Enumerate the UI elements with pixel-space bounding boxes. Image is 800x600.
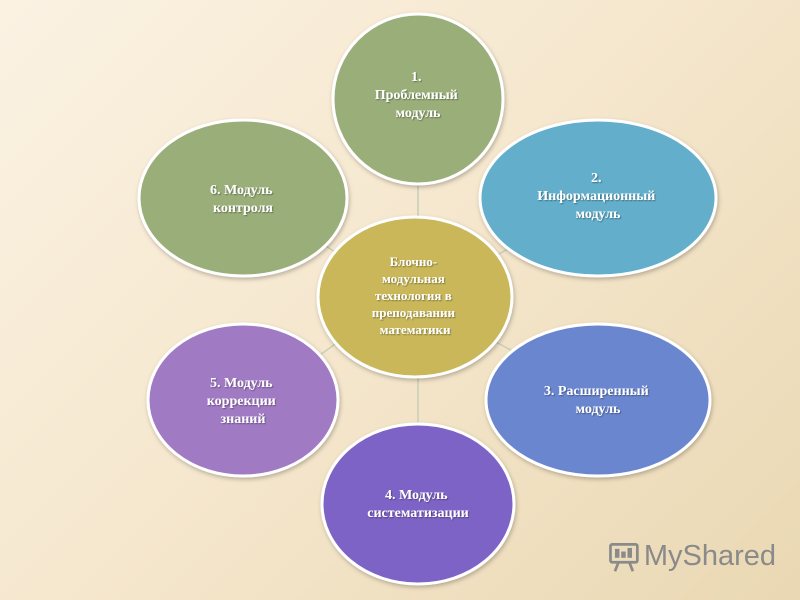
node-center-technology: Блочно- модульная технология в преподава… [316,215,514,379]
extended-module-label: 3. Расширенный модуль [544,384,652,417]
center-technology-line-3: технология в [375,288,452,303]
problem-module-ellipse [331,12,505,186]
center-technology-line-4: преподавании [372,305,456,320]
node-control-module: 6. Модуль контроля [137,118,349,278]
information-module-line-3: модуль [576,207,622,222]
knowledge-correction-module-line-3: знаний [221,412,266,427]
center-technology-line-5: математики [380,322,451,337]
knowledge-correction-module-line-1: 5. Модуль [210,376,273,391]
presentation-board-icon [609,543,639,572]
node-knowledge-correction-module: 5. Модуль коррекции знаний [146,322,340,478]
information-module-line-1: 2. [591,171,602,186]
knowledge-correction-module-label: 5. Модуль коррекции знаний [207,376,279,427]
problem-module-label: 1. Проблемный модуль [375,70,462,121]
control-module-label: 6. Модуль контроля [210,183,276,216]
control-module-ellipse [137,118,349,278]
center-technology-line-1: Блочно- [390,254,438,269]
systematization-module-label: 4. Модуль систематизации [367,488,468,521]
node-information-module: 2. Информационный модуль [478,118,718,278]
problem-module-line-3: модуль [396,106,442,121]
problem-module-line-1: 1. [411,70,422,85]
problem-module-line-2: Проблемный [375,88,458,103]
control-module-line-2: контроля [213,201,273,216]
center-technology-ellipse [316,215,514,379]
information-module-line-2: Информационный [537,189,655,204]
node-extended-module: 3. Расширенный модуль [484,322,712,478]
information-module-ellipse [478,118,718,278]
knowledge-correction-module-line-2: коррекции [207,394,276,409]
watermark-text: MyShared [643,539,776,572]
control-module-line-1: 6. Модуль [210,183,273,198]
watermark: MyShared [606,536,776,576]
knowledge-correction-module-ellipse [146,322,340,478]
extended-module-ellipse [484,322,712,478]
systematization-module-line-2: систематизации [367,506,468,521]
center-technology-line-2: модульная [382,271,445,286]
center-technology-label: Блочно- модульная технология в преподава… [372,254,458,337]
extended-module-line-2: модуль [576,402,622,417]
systematization-module-line-1: 4. Модуль [385,488,448,503]
node-problem-module: 1. Проблемный модуль [331,12,505,186]
node-systematization-module: 4. Модуль систематизации [320,422,516,586]
systematization-module-ellipse [320,422,516,586]
information-module-label: 2. Информационный модуль [537,171,658,222]
extended-module-line-1: 3. Расширенный [544,384,649,399]
